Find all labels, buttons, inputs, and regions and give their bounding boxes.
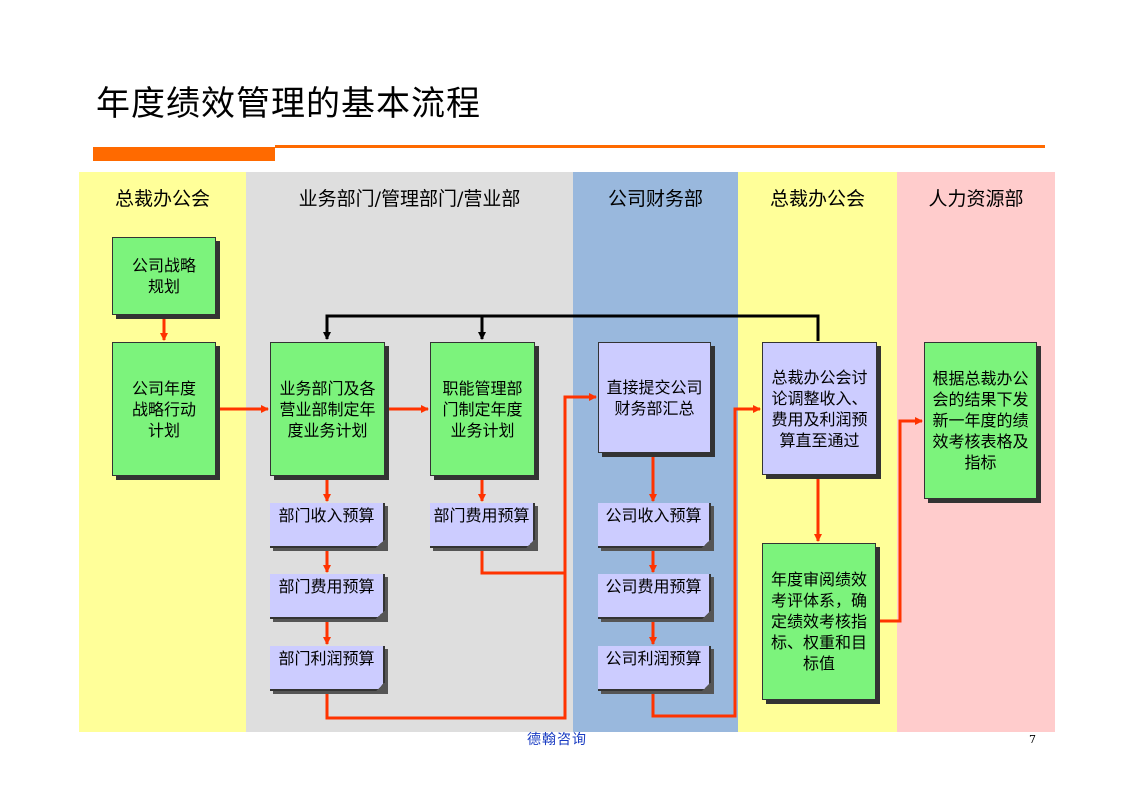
page-title: 年度绩效管理的基本流程: [96, 84, 481, 124]
doc-func-expense-budget: 部门费用预算: [430, 503, 535, 548]
node-functional-plan: 职能管理部门制定年度业务计划: [430, 342, 535, 476]
doc-company-expense-budget: 公司费用预算: [598, 574, 711, 619]
lane-label-finance: 公司财务部: [607, 188, 703, 210]
node-annual-review: 年度审阅绩效考评体系，确定绩效考核指标、权重和目标值: [762, 543, 876, 700]
doc-dept-income-budget: 部门收入预算: [270, 503, 385, 548]
node-president-review: 总裁办公会讨论调整收入、费用及利润预算直至通过: [762, 342, 877, 475]
node-business-plan: 业务部门及各营业部制定年度业务计划: [270, 342, 385, 476]
lane-label-president-1: 总裁办公会: [114, 188, 210, 210]
lane-label-departments: 业务部门/管理部门/营业部: [298, 188, 521, 210]
doc-company-income-budget: 公司收入预算: [598, 503, 711, 548]
footer-company-name: 德翰咨询: [527, 732, 587, 748]
lane-label-hr: 人力资源部: [928, 188, 1024, 210]
title-underline: [275, 145, 1045, 148]
doc-dept-expense-budget: 部门费用预算: [270, 574, 385, 619]
lane-label-president-2: 总裁办公会: [769, 188, 865, 210]
node-annual-strategy: 公司年度战略行动计划: [112, 342, 216, 476]
doc-company-profit-budget: 公司利润预算: [598, 646, 711, 691]
node-finance-summary: 直接提交公司财务部汇总: [598, 342, 711, 453]
title-accent-bar: [93, 147, 275, 161]
doc-dept-profit-budget: 部门利润预算: [270, 646, 385, 691]
page-number: 7: [1029, 733, 1036, 746]
node-strategy: 公司战略规划: [112, 237, 216, 315]
node-hr-issue: 根据总裁办公会的结果下发新一年度的绩效考核表格及指标: [924, 342, 1037, 499]
